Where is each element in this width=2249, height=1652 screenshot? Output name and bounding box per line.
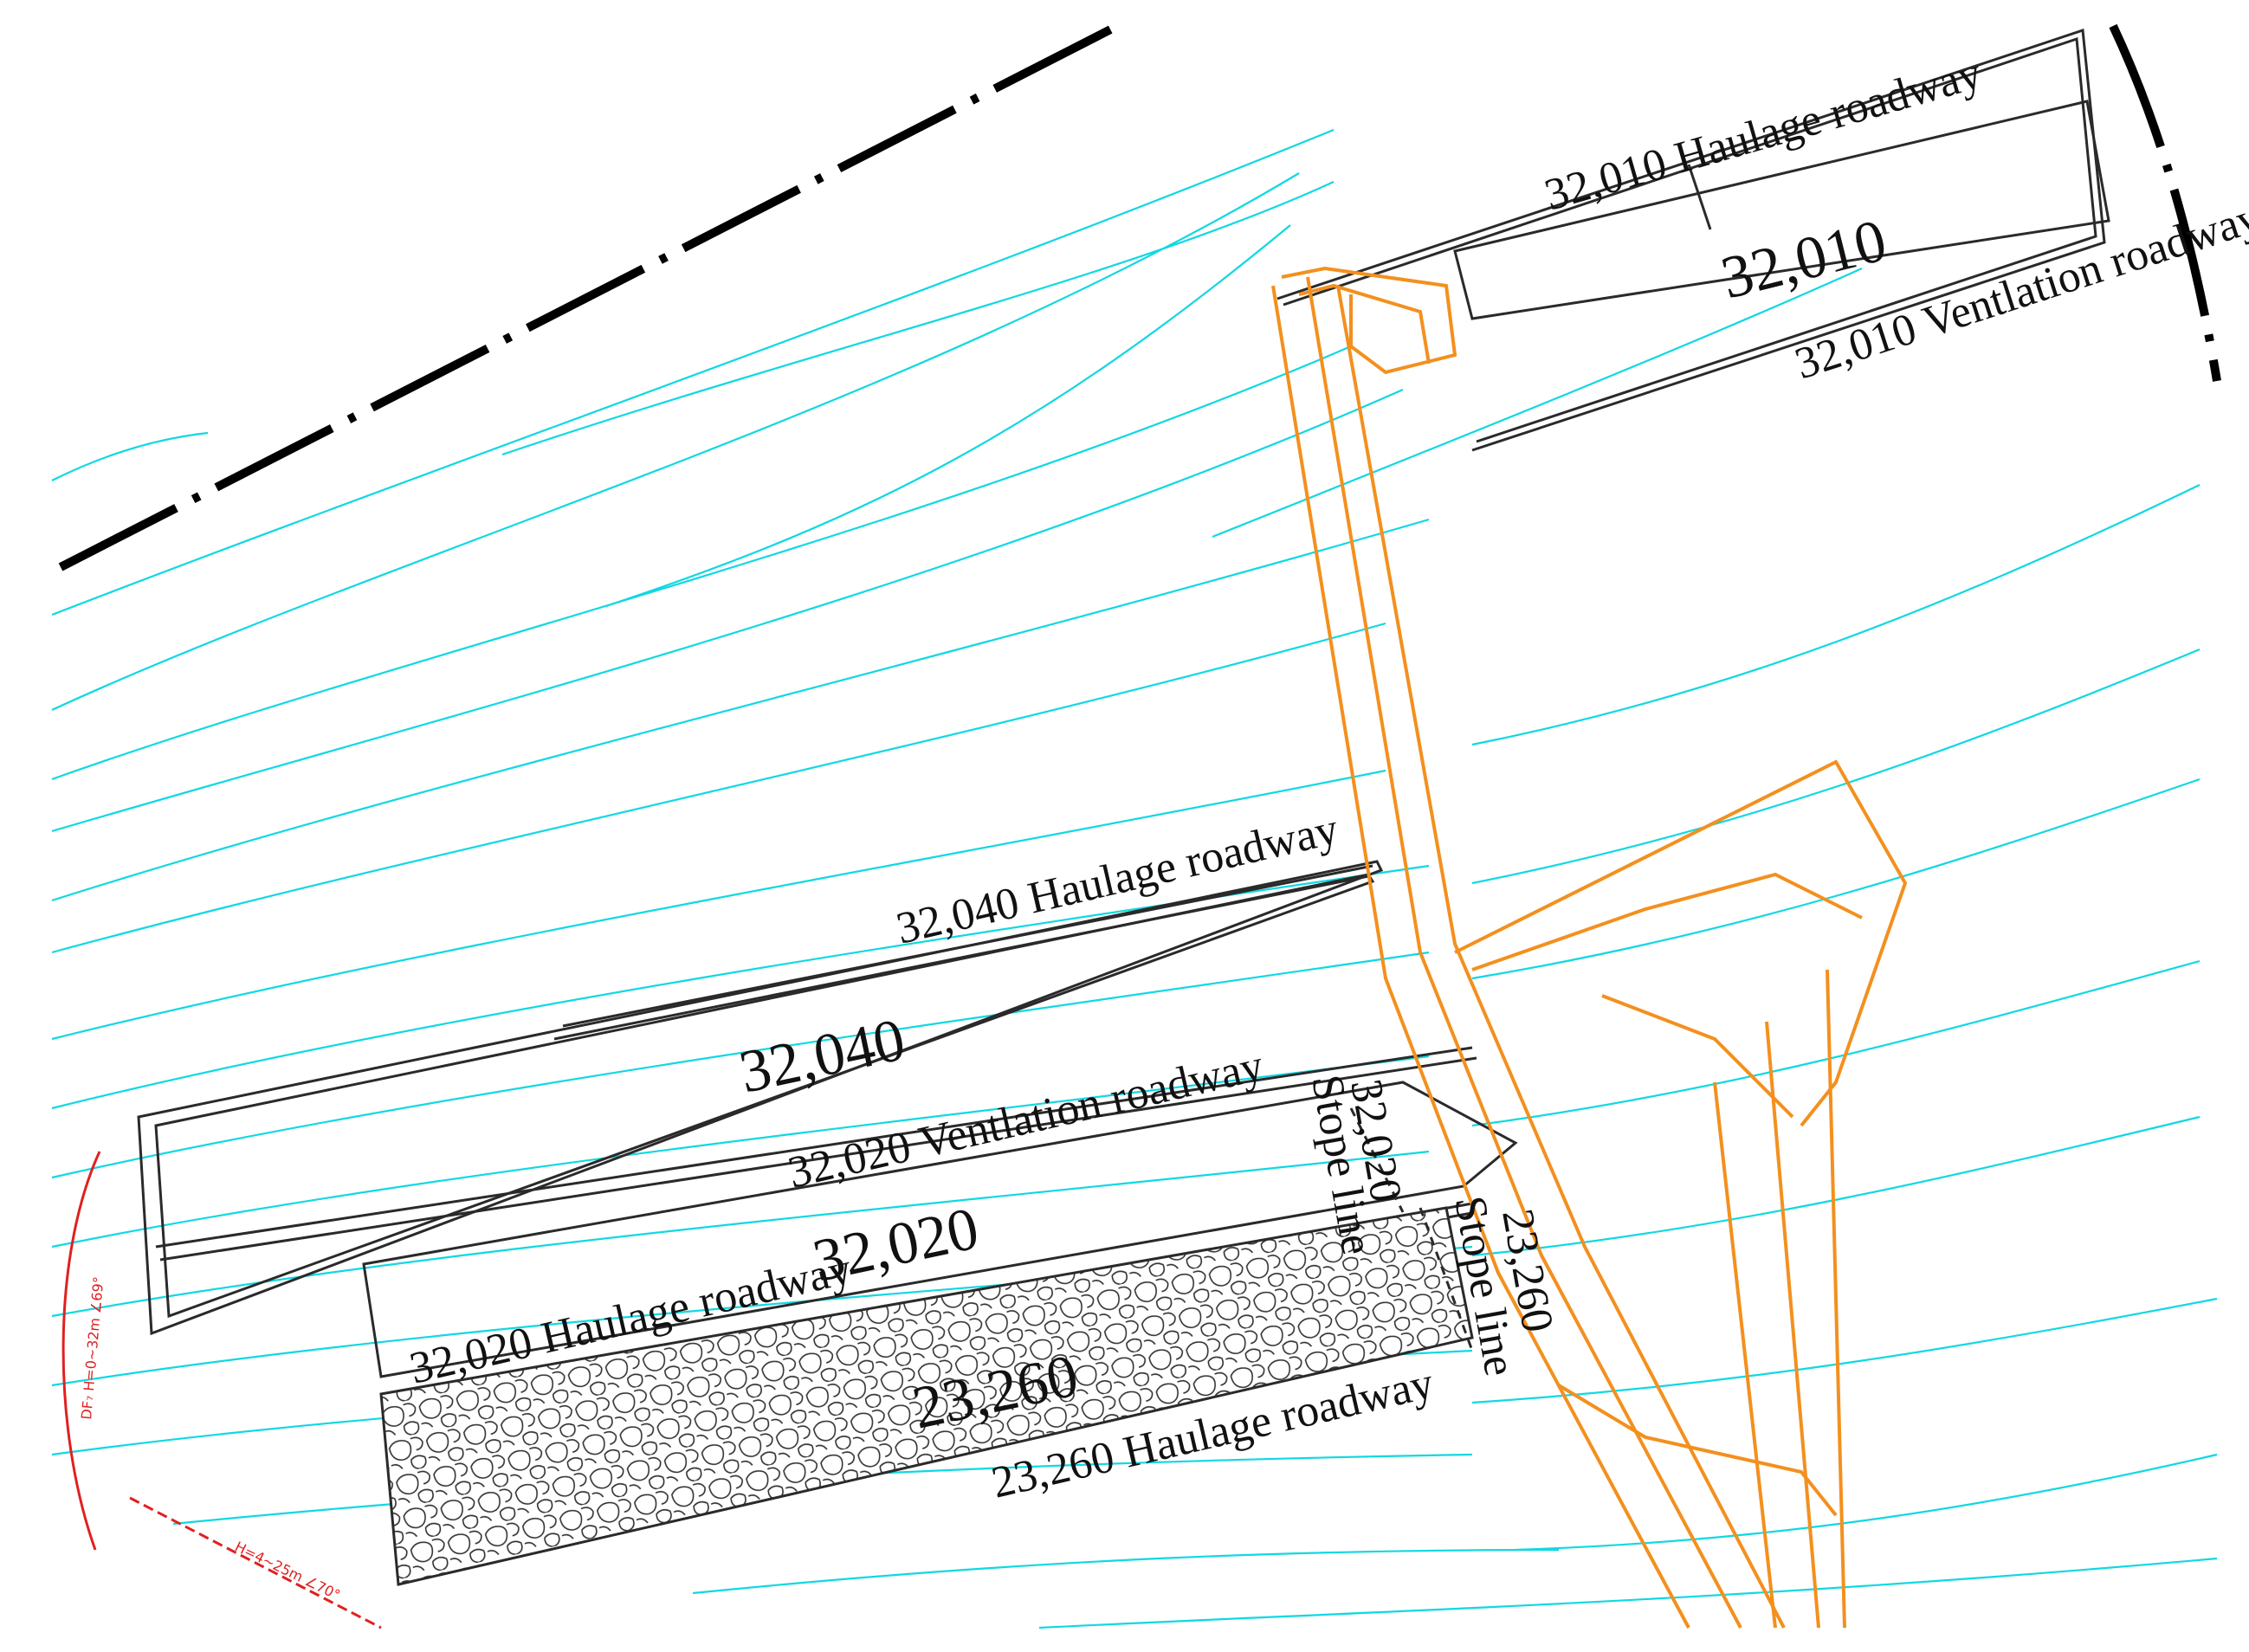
workface-23260 — [379, 1206, 1474, 1586]
contour-line — [51, 431, 209, 481]
lower-link — [1557, 1384, 1838, 1517]
fault-line-df7 — [61, 1151, 101, 1551]
contour-line — [51, 345, 1352, 781]
contour-line — [51, 172, 1300, 711]
label-fault-lower: H=4~25m ∠70° — [232, 1539, 343, 1604]
right-shaft-b — [1765, 1021, 1820, 1629]
label-32010: 32,010 — [1715, 207, 1892, 312]
contour-line — [605, 224, 1291, 608]
contour-line — [51, 1150, 1430, 1318]
boundary-line-right — [2109, 23, 2221, 382]
main-incline-right — [1306, 276, 1742, 1629]
contour-line — [51, 128, 1335, 616]
upper-loop — [1281, 266, 1457, 375]
haulage-roadway-32040 — [562, 864, 1373, 1028]
orange-roadways — [1271, 266, 1908, 1629]
gob-area-23260 — [379, 1206, 1474, 1586]
stope-line-32020 — [1349, 1107, 1405, 1213]
contour-line — [1471, 484, 2201, 746]
contour-line — [51, 622, 1386, 954]
label-32010-haulage: 32,010 Haulage roadway — [1540, 48, 1987, 220]
contour-line — [1471, 648, 2201, 885]
label-32040: 32,040 — [734, 1006, 910, 1106]
contour-line — [1471, 778, 2201, 980]
workface-outline-32020 — [362, 1081, 1518, 1378]
ventilation-roadway-32020-b — [159, 1056, 1477, 1262]
label-32040-haulage: 32,040 Haulage roadway — [892, 804, 1343, 954]
main-incline-inner — [1336, 285, 1786, 1629]
contour-line — [1471, 959, 2201, 1127]
fault-df7 — [61, 1151, 382, 1629]
contour-line — [51, 1055, 1430, 1249]
boundary-line-upper — [58, 17, 1128, 571]
ventilation-roadway-32020 — [155, 1046, 1473, 1249]
contour-line — [1038, 1557, 2218, 1629]
contour-line — [692, 1548, 1560, 1595]
contour-line — [51, 518, 1430, 902]
panel-divider-32010 — [1687, 164, 1712, 230]
fault-line-df7-lower — [129, 1496, 382, 1629]
contour-line — [1471, 1297, 2218, 1404]
right-branch — [1454, 759, 1908, 1127]
main-incline-left — [1271, 285, 1690, 1629]
right-shaft-c — [1826, 969, 1846, 1629]
workface-outline-32010 — [1453, 100, 2110, 320]
contour-line — [501, 180, 1335, 456]
haulage-roadway-32040-b — [553, 874, 1369, 1041]
east-link — [1601, 994, 1794, 1119]
upper-loop-b — [1298, 283, 1431, 365]
contour-line — [51, 388, 1404, 833]
workface-32010 — [1276, 28, 2110, 452]
stope-line-23260 — [1419, 1207, 1474, 1352]
contour-line — [1212, 267, 1863, 539]
contour-line — [51, 951, 1430, 1179]
workface-32040 — [137, 860, 1384, 1336]
boundary-lines — [58, 17, 2221, 571]
right-shaft-a — [1713, 1081, 1777, 1629]
haulage-roadway-32010-inner — [1283, 36, 2097, 443]
contour-line — [1515, 1453, 2218, 1552]
contour-line — [51, 769, 1386, 1041]
label-fault-upper: DF₇ H=0~32m ∠69° — [78, 1276, 107, 1421]
right-branch-b — [1471, 872, 1863, 971]
